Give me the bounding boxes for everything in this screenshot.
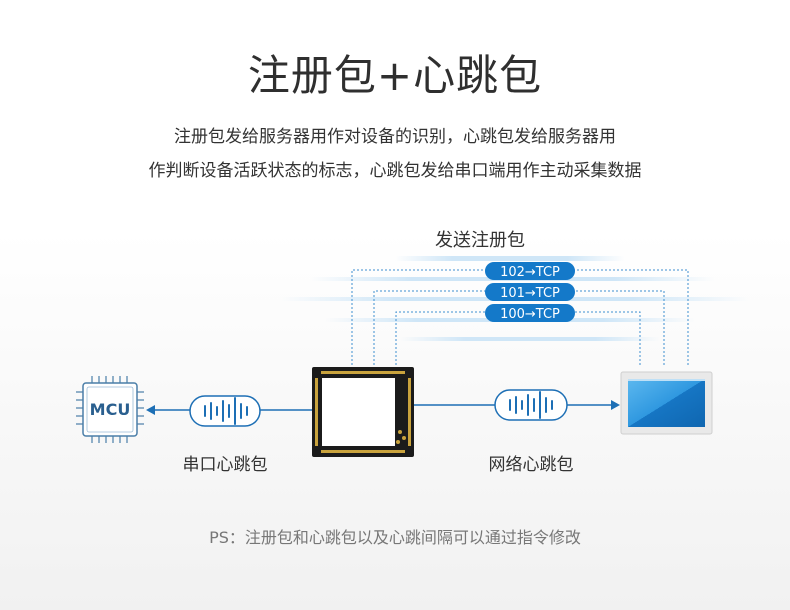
packet-pill [485,262,575,280]
description-line-1: 注册包发给服务器用作对设备的识别，心跳包发给服务器用 [174,127,616,147]
packet-label: 100→TCP [500,307,560,322]
page-title: 注册包+心跳包 [247,51,543,100]
network-heartbeat-label: 网络心跳包 [488,455,574,475]
stream-bar [400,337,660,341]
serial-heartbeat-label: 串口心跳包 [182,455,268,475]
footnote: PS：注册包和心跳包以及心跳间隔可以通过指令修改 [209,528,581,547]
mcu-chip-icon: MCU [76,376,144,443]
description-line-2: 作判断设备活跃状态的标志，心跳包发给串口端用作主动采集数据 [148,161,642,181]
packet-pills: 102→TCP 101→TCP 100→TCP [485,262,575,322]
send-register-label: 发送注册包 [435,230,525,251]
packet-path [373,290,665,365]
communication-module-icon [312,367,414,457]
packet-label: 101→TCP [500,286,560,301]
module-pads [315,371,411,453]
stream-bar [395,256,625,261]
serial-heartbeat-icon [189,395,261,427]
server-screen-icon [620,371,713,435]
serial-arrow [146,405,312,415]
packet-label: 102→TCP [500,265,560,280]
network-heartbeat-icon [494,389,568,421]
network-arrow [414,400,620,410]
packet-pill [485,304,575,322]
packet-paths [351,269,689,365]
packet-pill [485,283,575,301]
mcu-label: MCU [90,400,131,419]
